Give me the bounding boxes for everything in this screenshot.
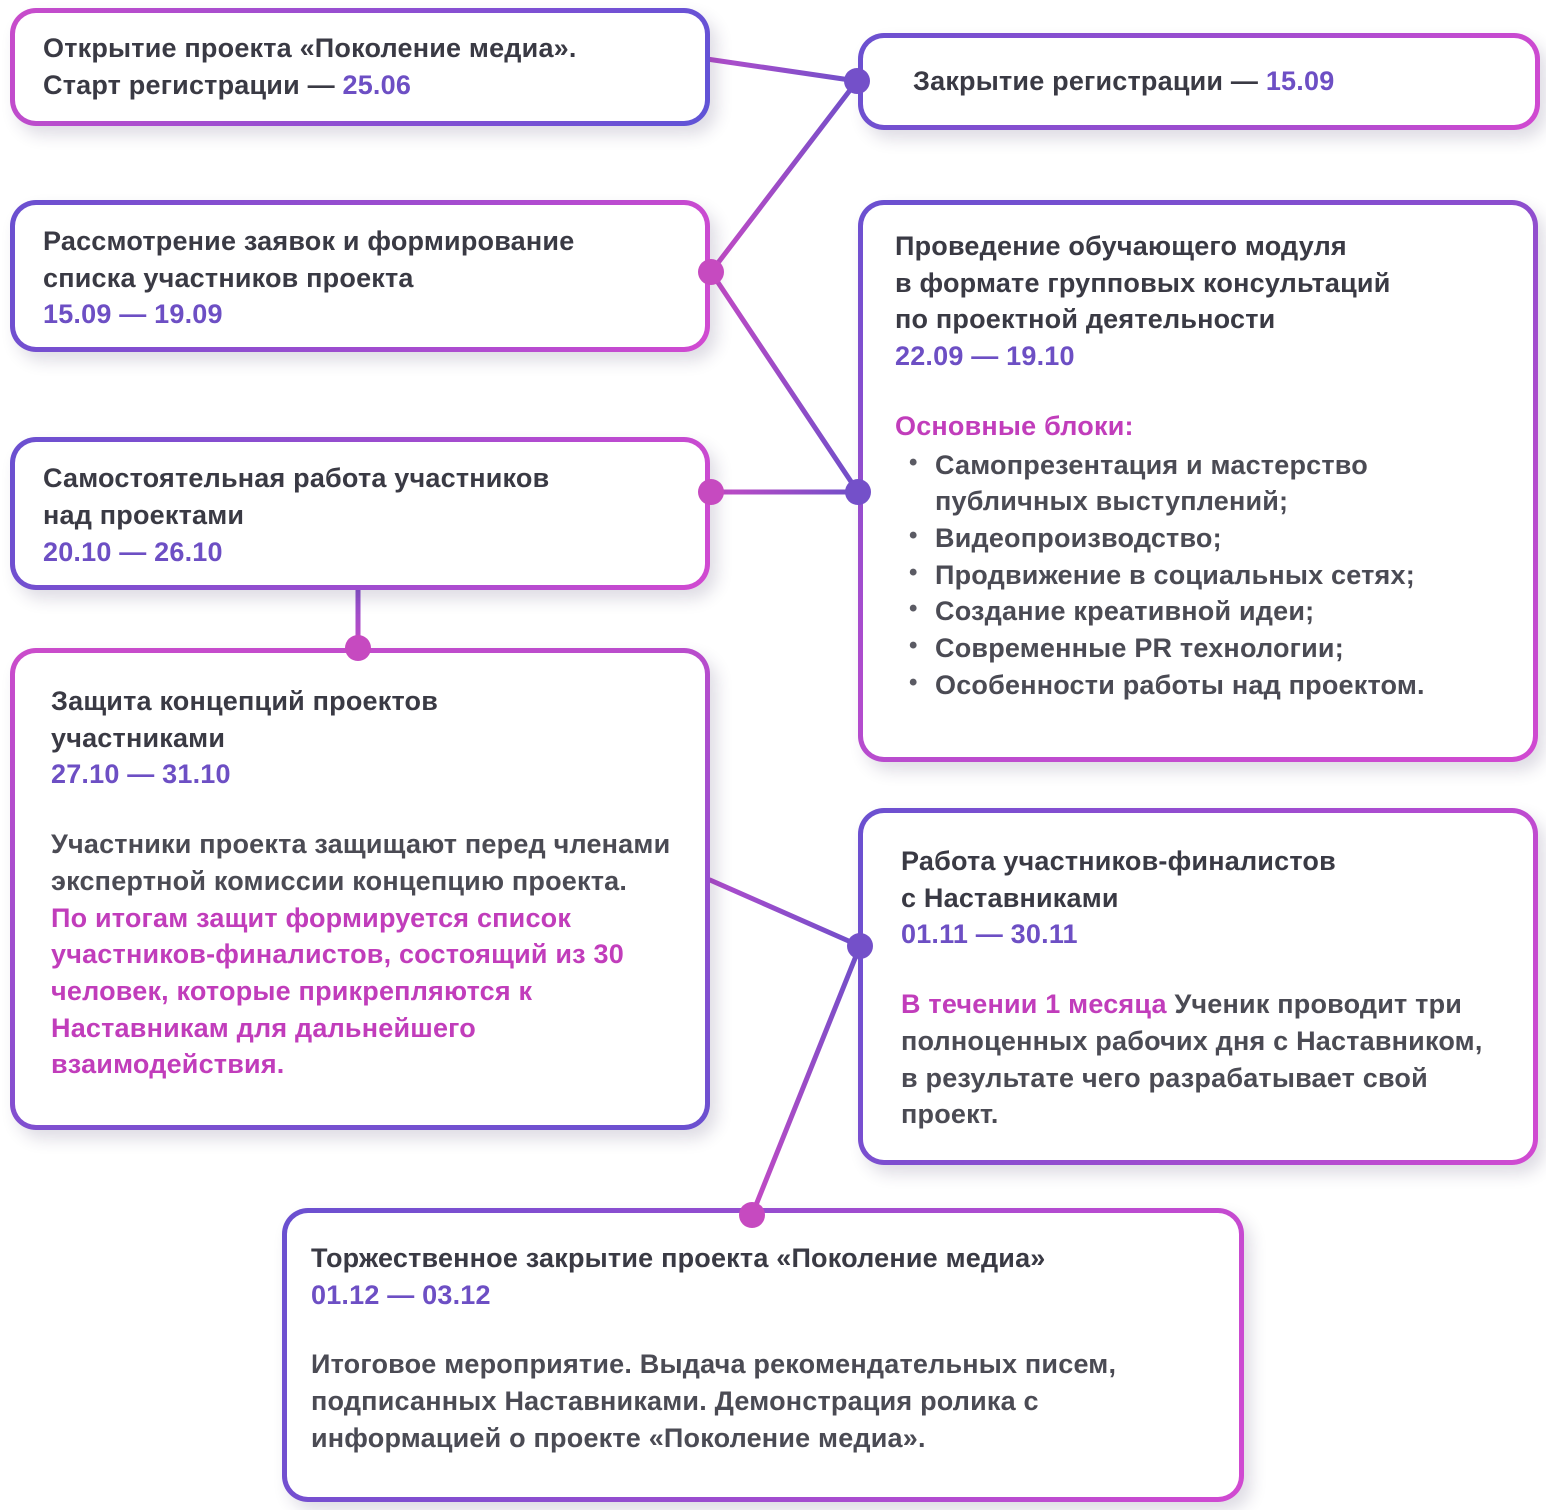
card-mentors-work: Работа участников-финалистов с Наставник… <box>858 808 1538 1165</box>
date-value: 15.09 — 19.09 <box>43 299 223 330</box>
card-accent-text: В течении 1 месяца <box>901 989 1175 1020</box>
training-block-item: Самопрезентация и мастерство публичных в… <box>895 447 1481 520</box>
date-value: 01.11 — 30.11 <box>901 919 1078 950</box>
card-title: Рассмотрение заявок и формирование списк… <box>43 225 575 293</box>
date-value: 01.12 — 03.12 <box>311 1279 491 1310</box>
training-block-item: Продвижение в социальных сетях; <box>895 557 1481 594</box>
connector-line <box>697 55 860 84</box>
blocks-label: Основные блоки: <box>895 410 1134 441</box>
card-title: Закрытие регистрации — 15.09 <box>913 63 1334 100</box>
training-block-item: Создание креативной идеи; <box>895 593 1481 630</box>
card-title: Торжественное закрытие проекта «Поколени… <box>311 1243 1046 1273</box>
training-block-item: Особенности работы над проектом. <box>895 667 1481 704</box>
card-applications-review: Рассмотрение заявок и формирование списк… <box>10 200 710 352</box>
card-project-closing: Торжественное закрытие проекта «Поколени… <box>282 1208 1244 1502</box>
connector-line <box>708 269 861 495</box>
connector-line <box>749 943 863 1218</box>
card-paragraph: Итоговое мероприятие. Выдача рекомендате… <box>311 1349 1117 1453</box>
card-accent-text: По итогам защит формируется список участ… <box>51 902 624 1080</box>
connector-line <box>708 78 860 275</box>
connector-node <box>845 479 871 505</box>
date-value: 25.06 <box>342 70 412 100</box>
date-value: 22.09 — 19.10 <box>895 341 1075 372</box>
connector-line <box>707 877 863 949</box>
card-title: Проведение обучающего модуля в формате г… <box>895 231 1391 335</box>
card-text: Участники проекта защищают перед членами… <box>51 829 671 896</box>
date-value: 27.10 — 31.10 <box>51 759 231 790</box>
card-text: Открытие проекта «Поколение медиа». Стар… <box>43 33 577 100</box>
card-registration-close: Закрытие регистрации — 15.09 <box>858 33 1540 130</box>
card-paragraph: В течении 1 месяца Ученик проводит три п… <box>901 986 1499 1133</box>
card-text: Ученик проводит три полноценных рабочих … <box>901 989 1483 1130</box>
card-concept-defense: Защита концепций проектов участниками 27… <box>10 648 710 1130</box>
date-value: 15.09 <box>1265 66 1335 97</box>
connector-node <box>844 68 870 94</box>
card-title: Самостоятельная работа участников над пр… <box>43 463 550 531</box>
training-blocks-list: Самопрезентация и мастерство публичных в… <box>895 447 1481 704</box>
connector-node <box>698 479 724 505</box>
card-project-opening: Открытие проекта «Поколение медиа». Стар… <box>10 8 710 126</box>
card-paragraph: Участники проекта защищают перед членами… <box>51 826 671 1083</box>
date-value: 20.10 — 26.10 <box>43 536 223 567</box>
training-block-item: Современные PR технологии; <box>895 630 1481 667</box>
card-title: Защита концепций проектов участниками <box>51 686 439 753</box>
connector-node <box>698 259 724 285</box>
connector-node <box>739 1202 765 1228</box>
card-training-module: Проведение обучающего модуля в формате г… <box>858 200 1538 762</box>
card-title: Открытие проекта «Поколение медиа». Стар… <box>43 30 679 103</box>
connector-node <box>847 933 873 959</box>
connector-node <box>345 635 371 661</box>
training-block-item: Видеопроизводство; <box>895 520 1481 557</box>
card-independent-work: Самостоятельная работа участников над пр… <box>10 437 710 590</box>
card-title: Работа участников-финалистов с Наставник… <box>901 846 1336 913</box>
card-text: Закрытие регистрации — <box>913 66 1259 97</box>
